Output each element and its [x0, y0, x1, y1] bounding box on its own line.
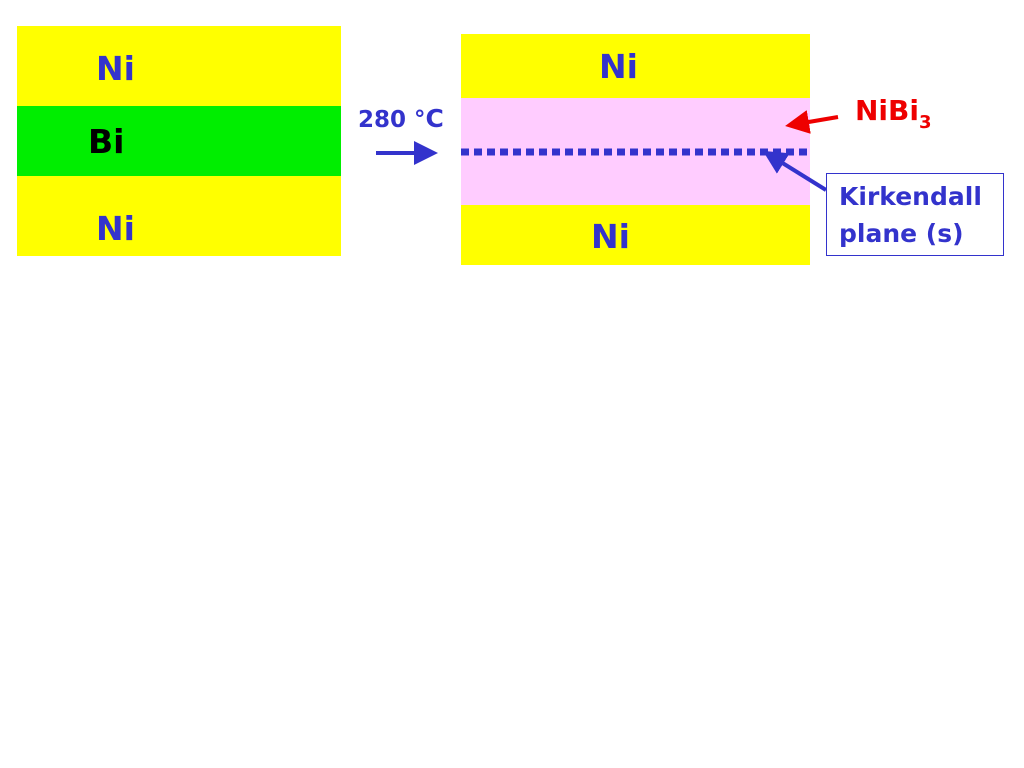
kirkendall-label-line2: plane (s) — [839, 219, 964, 248]
before-ni-bottom-layer — [17, 176, 341, 256]
nibi3-label: NiBi3 — [855, 94, 932, 132]
after-ni-top-label: Ni — [599, 47, 638, 86]
before-bi-layer — [17, 106, 341, 176]
before-bi-label: Bi — [88, 122, 125, 161]
after-ni-bottom-label: Ni — [591, 217, 630, 256]
nibi3-arrow — [785, 110, 839, 134]
temperature-value: 280 ° — [358, 107, 426, 133]
kirkendall-label-line1: Kirkendall — [839, 182, 982, 211]
temperature-unit: C — [425, 104, 444, 133]
kirkendall-label-box: Kirkendall plane (s) — [826, 173, 1004, 256]
before-ni-top-label: Ni — [96, 49, 135, 88]
after-ni-bottom-layer — [461, 205, 810, 265]
before-ni-bottom-label: Ni — [96, 209, 135, 248]
temperature-label: 280 °C — [358, 106, 444, 132]
nibi3-label-subscript: 3 — [918, 112, 932, 133]
kirkendall-arrow — [762, 150, 828, 192]
nibi3-label-main: NiBi — [855, 94, 919, 127]
before-ni-top-layer — [17, 26, 341, 106]
after-ni-top-layer — [461, 34, 810, 98]
